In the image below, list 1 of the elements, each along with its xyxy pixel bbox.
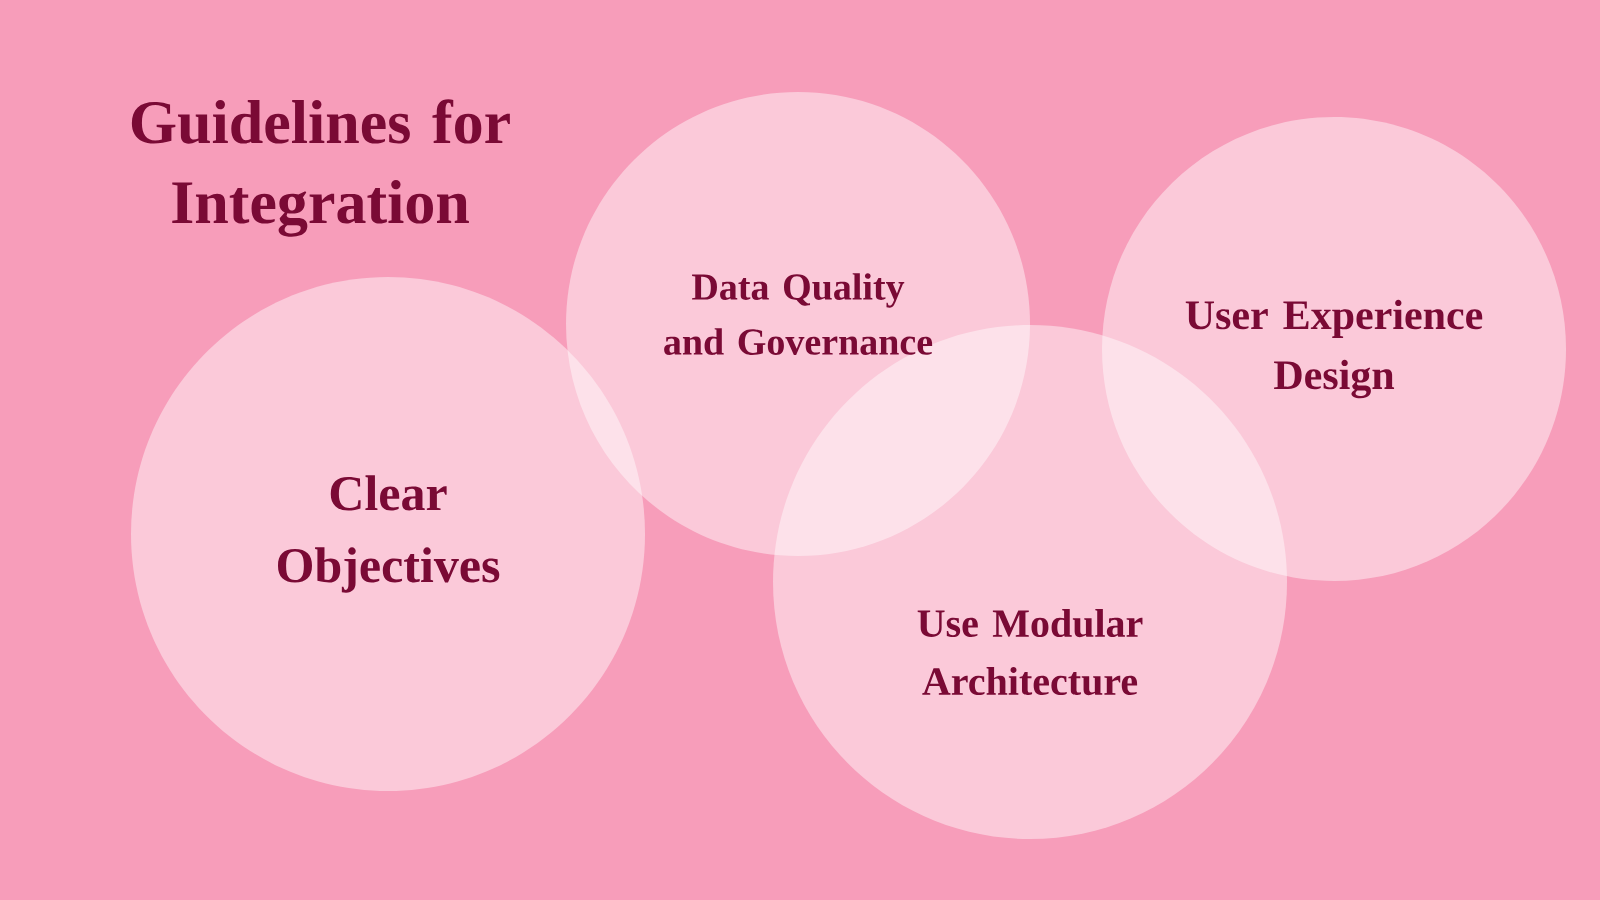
title: Guidelines for Integration	[131, 99, 510, 237]
